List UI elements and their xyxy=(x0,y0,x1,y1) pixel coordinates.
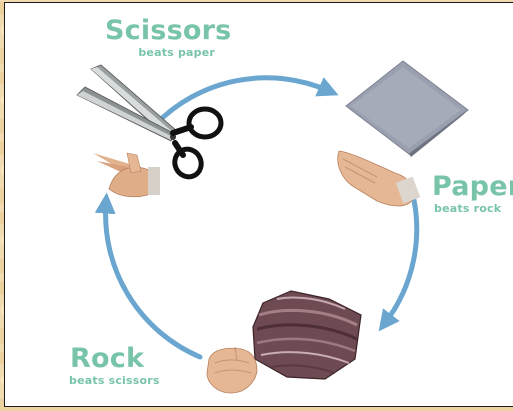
paper-title: Paper xyxy=(432,173,513,200)
scissors-title: Scissors xyxy=(105,17,231,44)
flat-hand-image xyxy=(338,151,420,206)
rock-caption: beats scissors xyxy=(69,375,160,386)
rock-label: Rock beats scissors xyxy=(70,345,160,386)
paper-image xyxy=(346,61,468,157)
rock-image xyxy=(253,291,361,379)
diagram-panel: Scissors beats paper Paper beats rock Ro… xyxy=(4,2,513,407)
paper-label: Paper beats rock xyxy=(432,173,513,214)
paper-caption: beats rock xyxy=(432,203,513,214)
scissors-image xyxy=(77,65,221,181)
victory-hand-image xyxy=(93,153,160,197)
rock-title: Rock xyxy=(70,345,160,372)
scissors-label: Scissors beats paper xyxy=(105,17,231,58)
scissors-caption: beats paper xyxy=(105,47,231,58)
fist-image xyxy=(207,347,257,393)
